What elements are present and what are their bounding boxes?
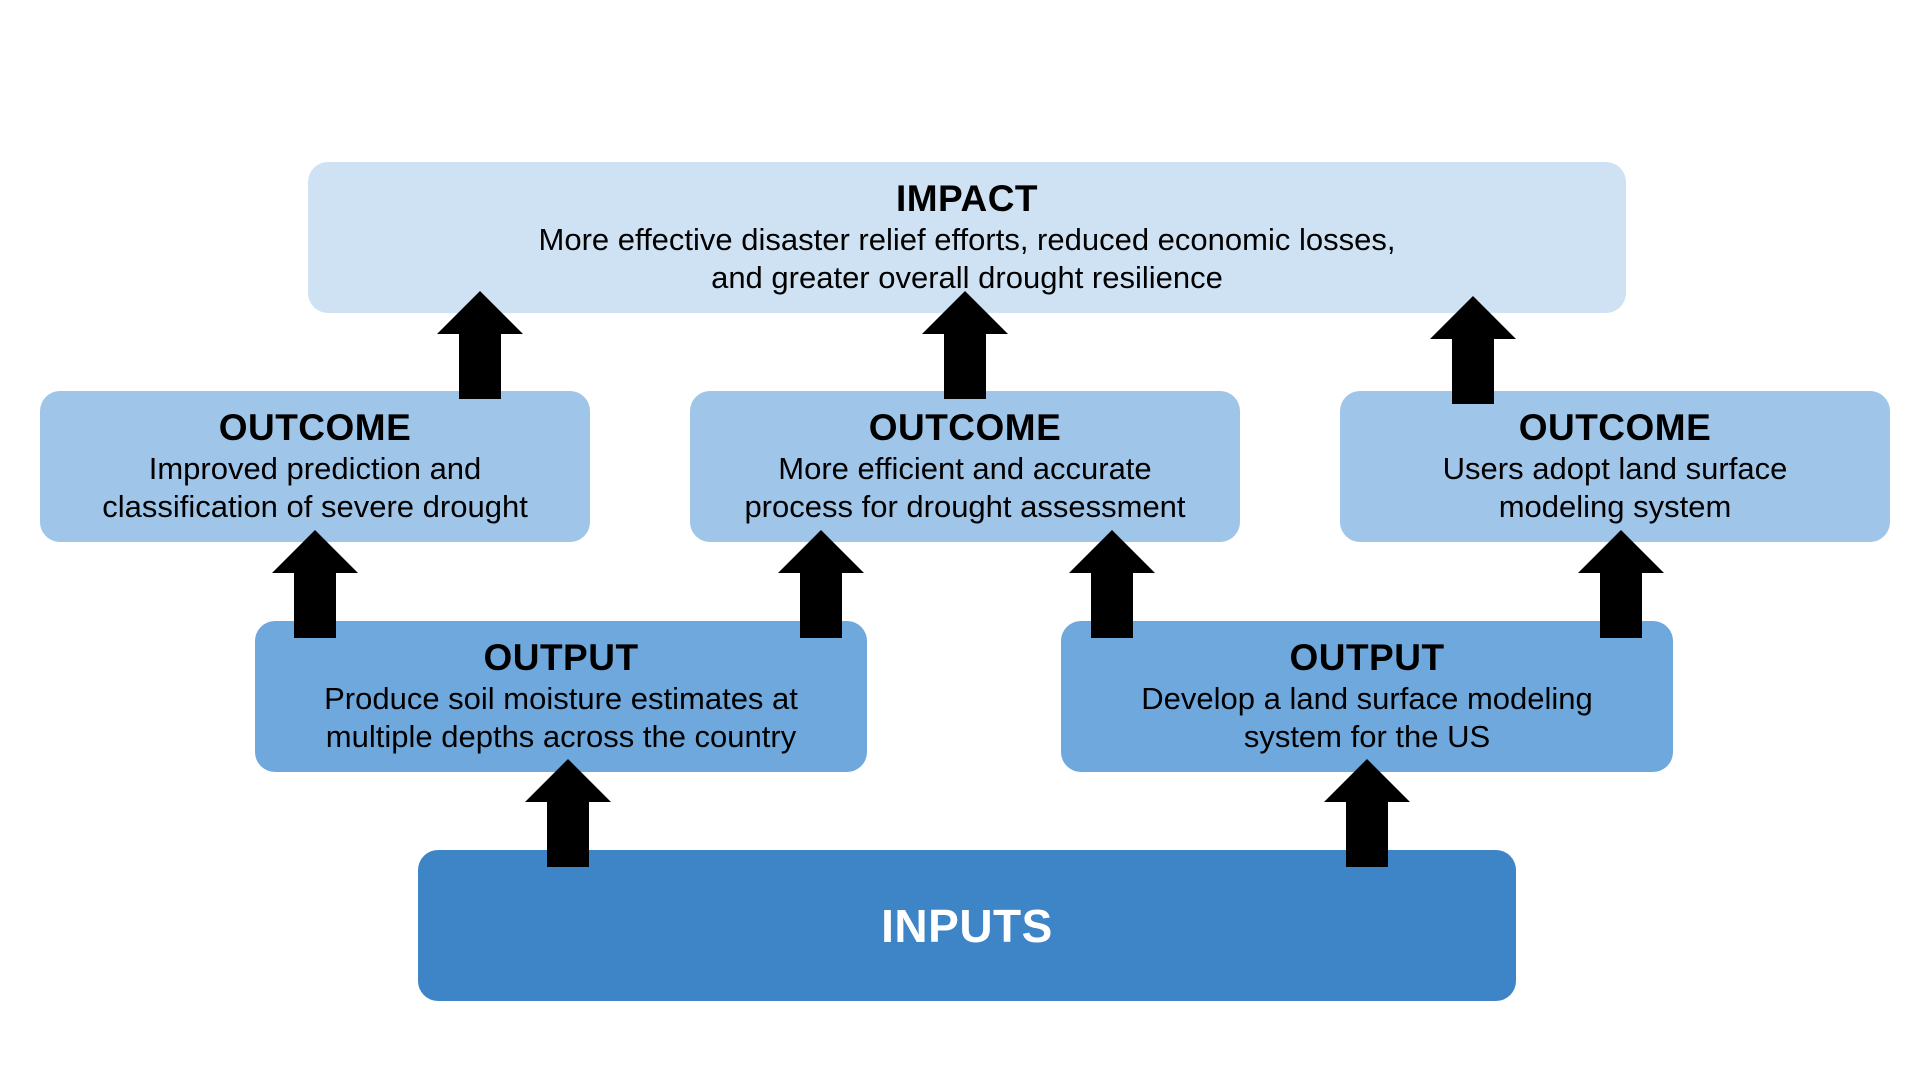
impact-description-line-2: and greater overall drought resilience [711, 259, 1223, 295]
outcome-2-line-1: More efficient and accurate [778, 450, 1152, 486]
arrow-up-icon [272, 530, 358, 638]
arrow-up-icon [437, 291, 523, 399]
impact-heading: IMPACT [895, 177, 1039, 219]
outcome-box-1: OUTCOME Improved prediction and classifi… [40, 391, 590, 542]
outcome-1-line-1: Improved prediction and [148, 450, 482, 486]
outcome-box-2: OUTCOME More efficient and accurate proc… [690, 391, 1240, 542]
arrow-up-icon [778, 530, 864, 638]
output-1-line-1: Produce soil moisture estimates at [324, 680, 798, 716]
outcome-description-1: Improved prediction and classification o… [102, 450, 528, 526]
output-description-1: Produce soil moisture estimates at multi… [324, 680, 798, 756]
output-2-line-1: Develop a land surface modeling [1141, 680, 1593, 716]
output-2-line-2: system for the US [1243, 718, 1491, 754]
impact-description-line-1: More effective disaster relief efforts, … [538, 221, 1396, 257]
outcome-box-3: OUTCOME Users adopt land surface modelin… [1340, 391, 1890, 542]
output-box-2: OUTPUT Develop a land surface modeling s… [1061, 621, 1673, 772]
impact-description: More effective disaster relief efforts, … [539, 221, 1396, 297]
arrow-up-icon [1578, 530, 1664, 638]
impact-box: IMPACT More effective disaster relief ef… [308, 162, 1626, 313]
outcome-heading-2: OUTCOME [868, 406, 1062, 448]
output-heading-1: OUTPUT [483, 636, 639, 678]
outcome-description-3: Users adopt land surface modeling system [1443, 450, 1788, 526]
output-box-1: OUTPUT Produce soil moisture estimates a… [255, 621, 867, 772]
outcome-heading-3: OUTCOME [1518, 406, 1712, 448]
output-heading-2: OUTPUT [1289, 636, 1445, 678]
outcome-2-line-2: process for drought assessment [744, 488, 1186, 524]
arrow-up-icon [1324, 759, 1410, 867]
outcome-1-line-2: classification of severe drought [102, 488, 528, 524]
output-1-line-2: multiple depths across the country [325, 718, 797, 754]
outcome-heading-1: OUTCOME [218, 406, 412, 448]
outcome-3-line-1: Users adopt land surface [1442, 450, 1788, 486]
inputs-box: INPUTS [418, 850, 1516, 1001]
arrow-up-icon [1069, 530, 1155, 638]
inputs-heading: INPUTS [881, 899, 1053, 952]
arrow-up-icon [1430, 296, 1516, 404]
output-description-2: Develop a land surface modeling system f… [1141, 680, 1593, 756]
outcome-3-line-2: modeling system [1498, 488, 1732, 524]
outcome-description-2: More efficient and accurate process for … [744, 450, 1185, 526]
arrow-up-icon [922, 291, 1008, 399]
arrow-up-icon [525, 759, 611, 867]
